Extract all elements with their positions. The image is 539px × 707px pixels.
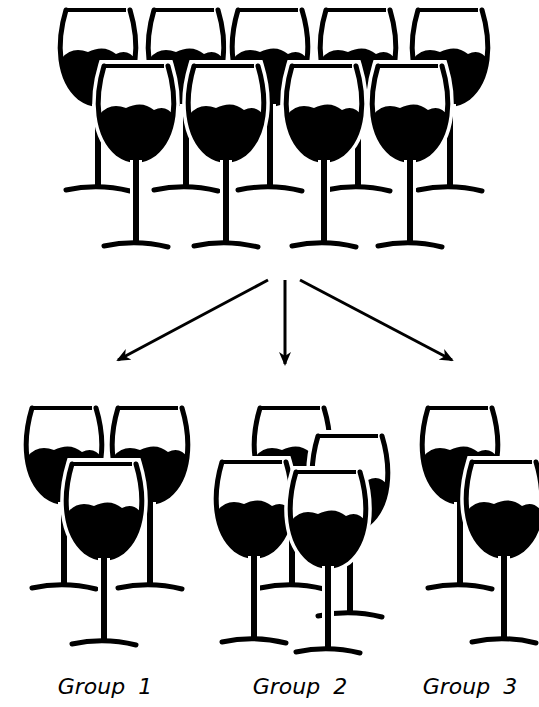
group-label: Group 1 [58, 674, 152, 700]
group-label: Group 3 [423, 674, 517, 700]
group-label: Group 2 [253, 674, 347, 700]
